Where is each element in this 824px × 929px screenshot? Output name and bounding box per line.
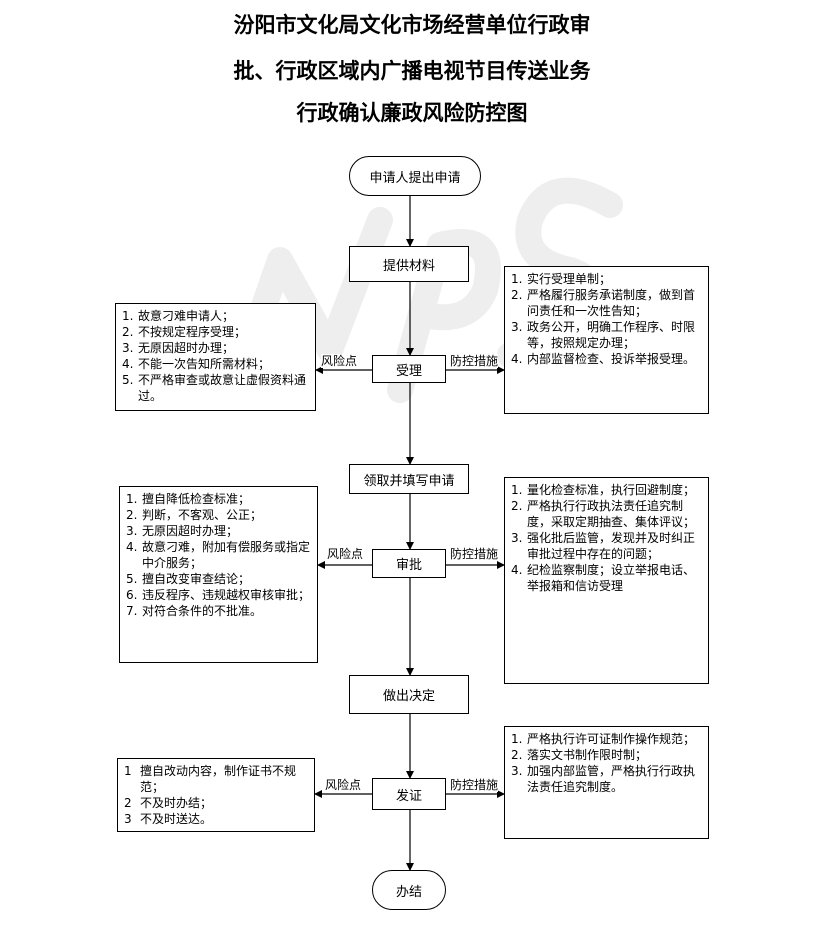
list-item: 5.不严格审查或故意让虚假资料通过。 bbox=[122, 373, 307, 403]
list-item: 1.量化检查标准，执行回避制度； bbox=[511, 483, 696, 497]
approve-control-label: 防控措施 bbox=[450, 547, 499, 561]
list-item: 2.严格执行行政执法责任追究制度，采取定期抽查、集体评议； bbox=[511, 499, 696, 529]
decide-node: 做出决定 bbox=[349, 675, 469, 714]
accept-controls-panel: 1.实行受理单制； 2.严格履行服务承诺制度，做到首问责任和一次性告知； 3.政… bbox=[504, 266, 709, 414]
list-item: 2.判断，不客观、公正； bbox=[126, 508, 263, 522]
issue-node-label: 发证 bbox=[395, 788, 422, 804]
issue-control-label: 防控措施 bbox=[450, 778, 499, 792]
fill-form-node: 领取并填写申请 bbox=[349, 464, 469, 494]
list-item: 1.实行受理单制； bbox=[511, 272, 612, 286]
decide-node-label: 做出决定 bbox=[382, 689, 435, 704]
list-item: 1.擅自降低检查标准； bbox=[126, 492, 251, 506]
accept-risks-list: 1.故意刁难申请人； 2.不按规定程序受理； 3.无原因超时办理； 4.不能一次… bbox=[122, 308, 309, 404]
accept-risk-label: 风险点 bbox=[321, 354, 358, 368]
accept-control-label: 防控措施 bbox=[450, 354, 499, 368]
materials-node-label: 提供材料 bbox=[382, 258, 435, 274]
approve-risks-list: 1.擅自降低检查标准； 2.判断，不客观、公正； 3.无原因超时办理； 4.故意… bbox=[126, 491, 311, 619]
list-item: 2.落实文书制作限时制； bbox=[511, 748, 648, 762]
approve-risks-panel: 1.擅自降低检查标准； 2.判断，不客观、公正； 3.无原因超时办理； 4.故意… bbox=[119, 486, 318, 663]
approve-node: 审批 bbox=[372, 549, 446, 578]
approve-controls-list: 1.量化检查标准，执行回避制度； 2.严格执行行政执法责任追究制度，采取定期抽查… bbox=[511, 482, 702, 594]
issue-controls-panel: 1.严格执行许可证制作操作规范； 2.落实文书制作限时制； 3.加强内部监管，严… bbox=[504, 726, 709, 839]
accept-node: 受理 bbox=[372, 355, 446, 383]
accept-controls-list: 1.实行受理单制； 2.严格履行服务承诺制度，做到首问责任和一次性告知； 3.政… bbox=[511, 271, 702, 367]
materials-node: 提供材料 bbox=[349, 246, 469, 282]
start-node-label: 申请人提出申请 bbox=[369, 170, 461, 186]
list-item: 3.无原因超时办理； bbox=[126, 524, 239, 538]
list-item: 2.严格履行服务承诺制度，做到首问责任和一次性告知； bbox=[511, 288, 696, 318]
list-item: 4.不能一次告知所需材料； bbox=[122, 357, 271, 371]
issue-node: 发证 bbox=[372, 778, 446, 810]
end-node: 办结 bbox=[372, 870, 446, 910]
title-line-1: 汾阳市文化局文化市场经营单位行政审 bbox=[233, 12, 591, 37]
list-item: 2.不按规定程序受理； bbox=[122, 325, 247, 339]
approve-node-label: 审批 bbox=[395, 558, 422, 573]
issue-risk-label: 风险点 bbox=[325, 778, 362, 792]
list-item: 6.违反程序、违规越权审核审批； bbox=[126, 588, 311, 602]
fill-form-node-label: 领取并填写申请 bbox=[363, 473, 455, 489]
list-item: 3.加强内部监管，严格执行行政执法责任追究制度。 bbox=[511, 764, 696, 794]
list-item: 7.对符合条件的不批准。 bbox=[126, 604, 263, 618]
list-item: 1.故意刁难申请人； bbox=[122, 309, 235, 323]
start-node: 申请人提出申请 bbox=[349, 156, 481, 196]
list-item: 1.严格执行许可证制作操作规范； bbox=[511, 732, 696, 746]
list-item: 3.无原因超时办理； bbox=[122, 341, 235, 355]
title-line-3: 行政确认廉政风险防控图 bbox=[296, 100, 528, 125]
list-item: 4.故意刁难，附加有偿服务或指定中介服务； bbox=[126, 540, 311, 570]
accept-node-label: 受理 bbox=[395, 363, 422, 379]
list-item: 3.政务公开，明确工作程序、时限等，按照规定办理； bbox=[511, 320, 696, 350]
end-node-label: 办结 bbox=[395, 884, 422, 900]
list-item: 4.内部监督检查、投诉举报受理。 bbox=[511, 352, 696, 366]
title-line-2: 批、行政区域内广播电视节目传送业务 bbox=[233, 58, 591, 83]
list-item: 3.强化批后监管，发现并及时纠正审批过程中存在的问题； bbox=[511, 531, 696, 561]
approve-risk-label: 风险点 bbox=[327, 547, 364, 561]
list-item: 5.擅自改变审查结论； bbox=[126, 572, 251, 586]
approve-controls-panel: 1.量化检查标准，执行回避制度； 2.严格执行行政执法责任追究制度，采取定期抽查… bbox=[504, 477, 709, 684]
issue-controls-list: 1.严格执行许可证制作操作规范； 2.落实文书制作限时制； 3.加强内部监管，严… bbox=[511, 731, 702, 795]
list-item: 4.纪检监察制度；设立举报电话、举报箱和信访受理 bbox=[511, 563, 696, 593]
accept-risks-panel: 1.故意刁难申请人； 2.不按规定程序受理； 3.无原因超时办理； 4.不能一次… bbox=[115, 303, 316, 411]
